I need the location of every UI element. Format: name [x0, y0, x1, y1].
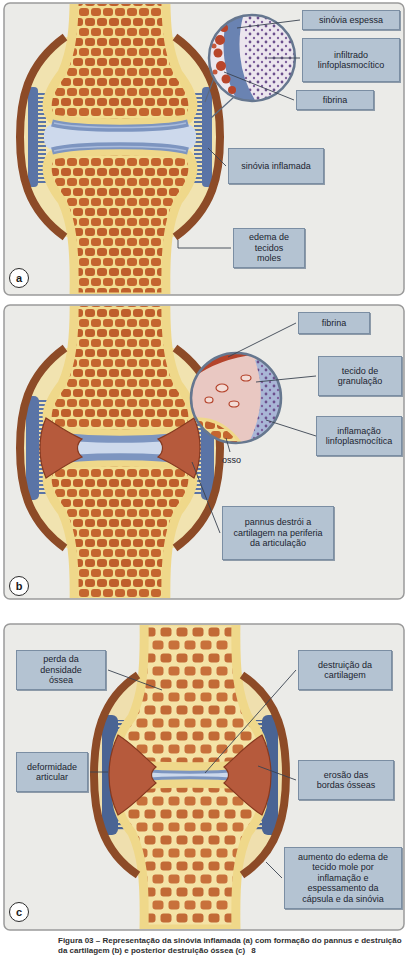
synovium	[28, 87, 38, 187]
leader-line	[266, 862, 282, 878]
cartilage	[140, 778, 240, 780]
label-box: aumento do edema de tecido mole por infl…	[284, 847, 402, 909]
leader-line	[192, 462, 220, 533]
label-box: fibrina	[298, 312, 370, 334]
leader-line	[228, 323, 296, 357]
panel-letter-text: a	[16, 273, 22, 284]
label-text: aumento do edema de tecido mole por infl…	[291, 852, 395, 904]
synovium	[26, 396, 39, 500]
label-text: pannus destrói a cartilagem na periferia…	[231, 517, 325, 548]
bone	[117, 783, 263, 929]
cartilage-line	[54, 147, 186, 152]
label-box: sinóvia inflamada	[228, 148, 324, 184]
panel-frame	[4, 3, 404, 295]
magnifier-line	[205, 78, 214, 102]
label-box: pannus destrói a cartilagem na periferia…	[222, 506, 334, 560]
synovium	[202, 87, 212, 187]
label-box: edema de tecidos moles	[233, 228, 305, 268]
part-label: osso	[222, 455, 241, 465]
label-box: erosão das bordas ósseas	[298, 760, 394, 800]
panel-frame	[4, 305, 404, 599]
label-box: sinóvia espessa	[302, 10, 400, 30]
panel-letter: a	[9, 268, 29, 288]
leader-line	[237, 20, 300, 28]
joint-capsule	[20, 37, 65, 237]
bone	[117, 625, 263, 767]
label-text: inflamação linfoplasmocítica	[320, 426, 398, 447]
bone	[47, 306, 193, 434]
panel-letter: b	[9, 576, 29, 596]
joint-cavity	[44, 124, 196, 150]
joint-capsule	[242, 675, 286, 875]
pannus	[224, 735, 271, 815]
bone	[47, 151, 193, 294]
joint-capsule	[94, 675, 138, 875]
joint-c	[94, 625, 286, 929]
label-text: fibrina	[322, 318, 347, 328]
page-number: 8	[251, 946, 255, 955]
bone	[47, 462, 193, 598]
cartilage	[52, 146, 188, 151]
pannus	[40, 418, 82, 478]
leader-line	[90, 772, 108, 773]
label-text: erosão das bordas ósseas	[309, 770, 383, 791]
joint-capsule	[20, 348, 65, 548]
label-box: inflamação linfoplasmocítica	[316, 416, 402, 456]
pannus	[109, 735, 156, 815]
cartilage	[52, 123, 188, 128]
label-text: deformidade articular	[21, 762, 83, 783]
magnifier-detail	[205, 10, 304, 110]
label-text: sinóvia espessa	[319, 15, 383, 25]
cartilage-line	[54, 123, 186, 128]
label-text: sinóvia inflamada	[241, 161, 311, 171]
leader-line	[208, 148, 226, 166]
panel-letter: c	[9, 902, 29, 922]
label-text: perda da densidade óssea	[29, 654, 93, 685]
panel-letter-text: b	[16, 581, 23, 592]
label-box: infiltrado linfoplasmocítico	[302, 38, 400, 82]
label-text: infiltrado linfoplasmocítico	[307, 50, 395, 71]
leader-line	[256, 376, 316, 382]
label-text: fibrina	[323, 95, 348, 105]
leader-line	[205, 670, 296, 773]
label-text: edema de tecidos moles	[244, 232, 294, 263]
leader-line	[226, 438, 230, 452]
label-box: deformidade articular	[16, 752, 88, 792]
panel-letter-text: c	[16, 907, 22, 918]
label-box: tecido de granulação	[318, 356, 402, 396]
label-box: destruição da cartilagem	[298, 650, 392, 690]
leader-line	[268, 58, 300, 59]
magnifier-line	[211, 97, 234, 118]
label-text: tecido de granulação	[327, 366, 393, 387]
caption-block: Figura 03 – Representação da sinóvia inf…	[58, 936, 404, 957]
label-text: destruição da cartilagem	[309, 660, 381, 681]
label-box: perda da densidade óssea	[16, 650, 106, 690]
label-box: fibrina	[296, 90, 374, 110]
figure-caption: Figura 03 – Representação da sinóvia inf…	[58, 936, 402, 955]
leader-line	[108, 670, 162, 690]
leader-line	[178, 240, 231, 248]
pannus	[158, 418, 200, 478]
leader-line	[224, 72, 294, 100]
magnifier-ring	[191, 353, 281, 443]
bone	[47, 4, 193, 123]
leader-line	[266, 420, 316, 436]
cartilage	[140, 770, 240, 772]
magnifier-detail	[185, 350, 285, 450]
leader-line	[258, 766, 296, 780]
